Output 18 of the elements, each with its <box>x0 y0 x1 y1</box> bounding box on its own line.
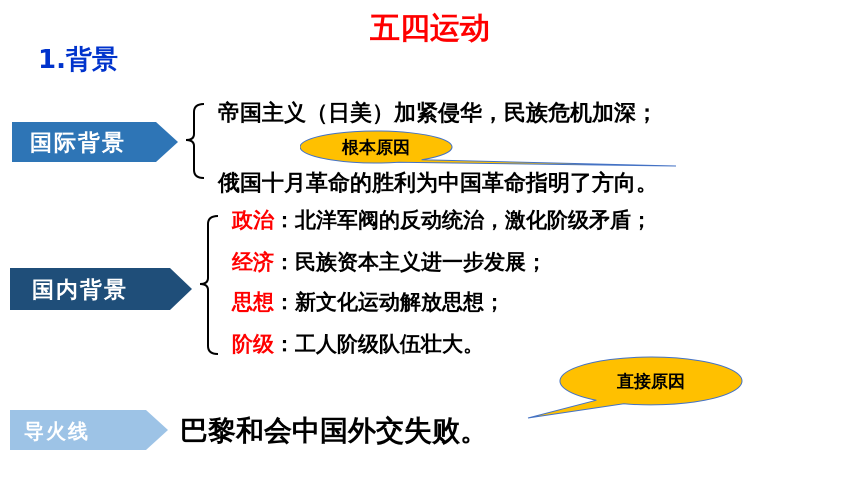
tag-label: 导火线 <box>24 418 90 445</box>
bullet-text: ：民族资本主义进一步发展； <box>274 249 547 276</box>
tag-label: 国际背景 <box>30 130 126 158</box>
category-label: 政治 <box>232 207 274 234</box>
section-heading: 1.背景 <box>38 44 118 77</box>
category-label: 阶级 <box>232 331 274 358</box>
body-text: 巴黎和会中国外交失败。 <box>180 413 488 449</box>
callout-text: 直接原因 <box>617 371 685 394</box>
slide-title: 五四运动 <box>369 10 491 48</box>
category-label: 经济 <box>232 249 274 276</box>
body-text: 帝国主义（日美）加紧侵华，民族危机加深； <box>218 100 658 128</box>
bullet-text: ：工人阶级队伍壮大。 <box>274 331 484 358</box>
callout-text: 根本原因 <box>342 137 410 160</box>
tag-label: 国内背景 <box>32 277 128 306</box>
bullet-text: ：北洋军阀的反动统治，激化阶级矛盾； <box>274 207 652 234</box>
bullet-text: ：新文化运动解放思想； <box>274 289 505 316</box>
body-text: 俄国十月革命的胜利为中国革命指明了方向。 <box>218 170 658 198</box>
category-label: 思想 <box>232 289 274 316</box>
